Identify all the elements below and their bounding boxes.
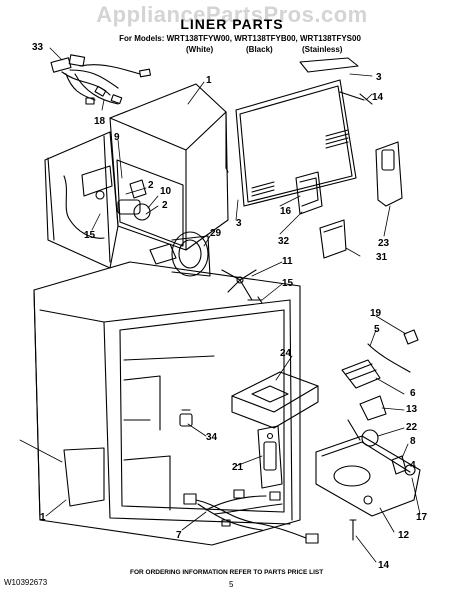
callout-10: 10	[160, 186, 172, 197]
callout-12: 12	[398, 530, 410, 541]
callout-8: 8	[410, 436, 416, 447]
callout-5: 5	[374, 324, 380, 335]
callout-3-lower: 3	[236, 218, 242, 229]
callout-31: 31	[376, 252, 388, 263]
callout-29: 29	[210, 228, 222, 239]
finish-stainless-label: (Stainless)	[302, 45, 343, 54]
callout-14-bottom: 14	[378, 560, 390, 571]
callout-33: 33	[32, 42, 44, 53]
control-parts-right	[315, 329, 421, 541]
callout-13: 13	[406, 404, 418, 415]
callout-24: 24	[280, 348, 292, 359]
air-diffuser-parts	[295, 141, 403, 259]
callout-7: 7	[176, 530, 182, 541]
callout-1-liner-top: 1	[206, 75, 212, 86]
callout-2-upper: 2	[148, 180, 154, 191]
callout-11: 11	[282, 256, 293, 267]
callout-leaders	[19, 47, 421, 563]
fan-assembly	[171, 231, 263, 304]
page-number: 5	[229, 580, 234, 589]
callout-15-upper: 15	[84, 230, 96, 241]
crisper-cover	[231, 371, 319, 429]
evaporator-cover-panel	[235, 57, 373, 207]
wire-harness-lower	[183, 489, 319, 544]
callout-18: 18	[94, 116, 106, 127]
callout-1-liner-bottom: 1	[40, 512, 46, 523]
ordering-note: FOR ORDERING INFORMATION REFER TO PARTS …	[130, 569, 324, 576]
finish-black-label: (Black)	[246, 45, 273, 54]
callout-3-top: 3	[376, 72, 382, 83]
callout-21: 21	[232, 462, 244, 473]
document-id: W10392673	[4, 578, 48, 587]
callout-34: 34	[206, 432, 218, 443]
wire-harness-upper	[50, 54, 151, 105]
callout-2-lower: 2	[162, 200, 168, 211]
finish-white-label: (White)	[186, 45, 214, 54]
fresh-food-liner	[33, 261, 301, 546]
callout-23: 23	[378, 238, 390, 249]
callout-numbers: 33 1 3 14 18 9 2 10 2 15 16 23 32 3 29 1…	[32, 42, 428, 571]
upper-liner	[44, 83, 229, 269]
shelf-support	[179, 409, 193, 427]
page-title: LINER PARTS	[180, 16, 284, 32]
watermark: AppliancePartsPros.com	[96, 2, 368, 27]
callout-14-top: 14	[372, 92, 384, 103]
callout-9: 9	[114, 132, 120, 143]
callout-32: 32	[278, 236, 290, 247]
callout-16: 16	[280, 206, 292, 217]
callout-6: 6	[410, 388, 416, 399]
model-list: For Models: WRT138TFYW00, WRT138TFYB00, …	[119, 34, 361, 43]
callout-19: 19	[370, 308, 382, 319]
control-housing	[257, 425, 283, 489]
callout-22: 22	[406, 422, 418, 433]
callout-4: 4	[410, 460, 416, 471]
callout-15-lower: 15	[282, 278, 294, 289]
callout-17: 17	[416, 512, 428, 523]
